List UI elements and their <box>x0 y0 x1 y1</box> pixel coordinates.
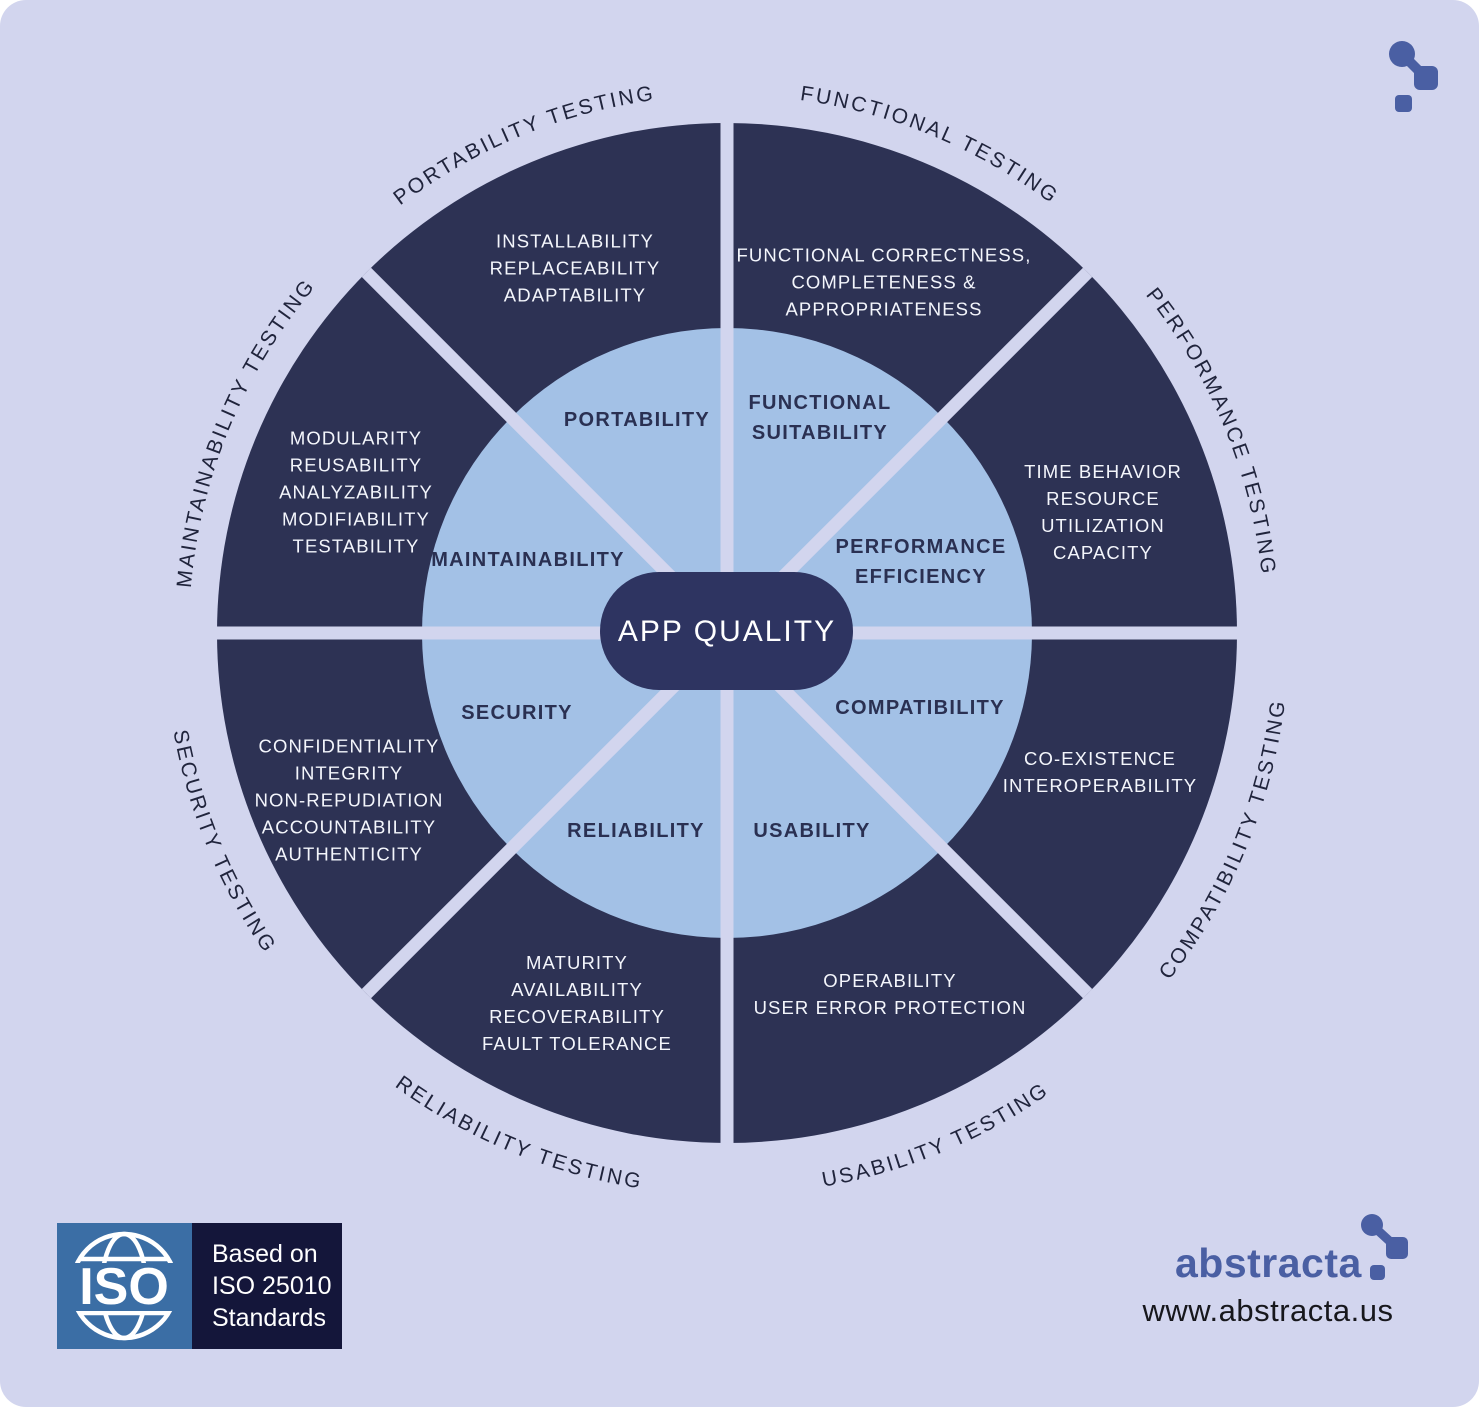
outer-label-functional: FUNCTIONAL CORRECTNESS, COMPLETENESS & A… <box>736 244 1032 320</box>
outer-label-maintainability: MODULARITY REUSABILITY ANALYZABILITY MOD… <box>279 427 433 557</box>
inner-label-reliability: RELIABILITY <box>567 820 705 842</box>
outer-label-usability: OPERABILITY USER ERROR PROTECTION <box>753 970 1027 1018</box>
inner-label-performance-efficiency: PERFORMANCE EFFICIENCY <box>835 536 1007 588</box>
outer-label-reliability: MATURITY AVAILABILITY RECOVERABILITY FAU… <box>482 952 672 1054</box>
inner-label-security: SECURITY <box>461 702 573 724</box>
abstracta-url: www.abstracta.us <box>1142 1293 1394 1328</box>
outer-label-compatibility: CO-EXISTENCE INTEROPERABILITY <box>1002 748 1198 796</box>
inner-label-portability: PORTABILITY <box>563 409 711 431</box>
iso-caption-box: Based on ISO 25010 Standards <box>192 1223 342 1349</box>
outer-label-performance: TIME BEHAVIOR RESOURCE UTILIZATION CAPAC… <box>1024 461 1182 563</box>
inner-label-compatibility: COMPATIBILITY <box>835 697 1005 719</box>
center-pill <box>600 572 853 690</box>
iso-logo: ISO <box>57 1223 192 1349</box>
inner-label-functional-suitability: FUNCTIONAL SUITABILITY <box>748 392 892 444</box>
svg-text:ISO: ISO <box>79 1258 169 1316</box>
iso-globe-icon: ISO <box>57 1231 192 1341</box>
iso-caption: Based on ISO 25010 Standards <box>212 1240 332 1332</box>
abstracta-wordmark: abstracta <box>1175 1240 1362 1286</box>
abstracta-mark-icon <box>1389 41 1438 112</box>
iso-badge: ISO Based on ISO 25010 Standards <box>57 1223 342 1349</box>
center-title: APP QUALITY <box>617 615 837 648</box>
outer-label-security: CONFIDENTIALITY INTEGRITY NON-REPUDIATIO… <box>254 735 444 865</box>
abstracta-mark-icon <box>1361 1214 1408 1280</box>
inner-label-usability: USABILITY <box>753 820 871 842</box>
outer-label-portability: INSTALLABILITY REPLACEABILITY ADAPTABILI… <box>489 230 661 306</box>
inner-label-maintainability: MAINTAINABILITY <box>431 549 625 571</box>
